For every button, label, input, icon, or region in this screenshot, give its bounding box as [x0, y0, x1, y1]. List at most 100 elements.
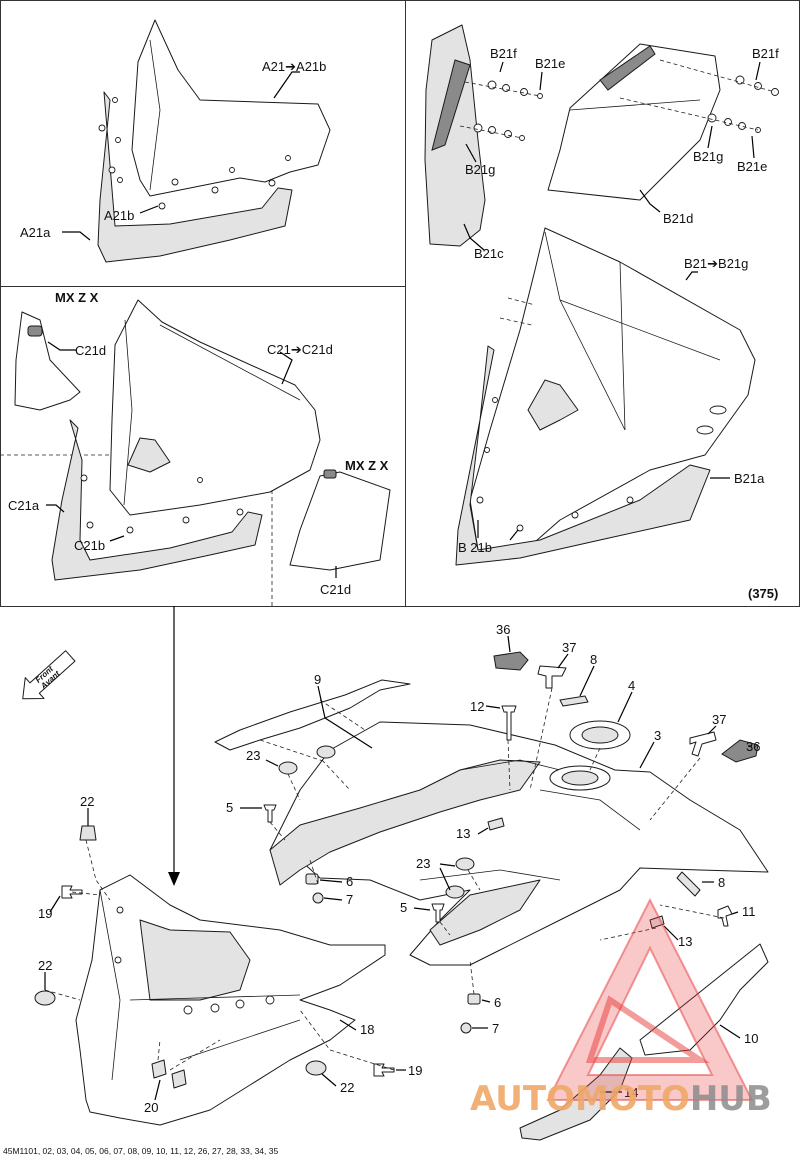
- panel-a21: A21➔A21b A21a A21b: [20, 19, 331, 263]
- callout-14: 14: [624, 1085, 638, 1100]
- c21-mxzx-deflector-top: [14, 311, 81, 411]
- watermark-text: AUTOMOTOHUB: [470, 1079, 772, 1119]
- part-23-top-b: [316, 745, 336, 759]
- callout-23-top: 23: [246, 748, 260, 763]
- callout-7-top: 7: [346, 892, 353, 907]
- part-12: [501, 705, 517, 741]
- b21-left-deflector: [424, 24, 486, 247]
- label-b21e-2: B21e: [737, 159, 767, 174]
- panel-c21: MX Z X C21d C21➔C21d C21a C21b MX Z X C2…: [8, 290, 391, 597]
- part-22-left: [34, 990, 56, 1006]
- label-c21a: C21a: [8, 498, 40, 513]
- label-b21c: B21c: [474, 246, 504, 261]
- label-mxzx-2: MX Z X: [345, 458, 389, 473]
- callout-36-right: 36: [746, 739, 760, 754]
- part-13-a: [487, 817, 505, 831]
- part-37-top: [537, 665, 567, 689]
- panel-b21: B21f B21e B21g B21c B21f B21g B21e B21d …: [424, 24, 779, 601]
- callout-22-left: 22: [38, 958, 52, 973]
- part-23-mid-b: [445, 885, 465, 899]
- part-22-right: [305, 1060, 327, 1076]
- b21-right-deflector: [547, 43, 721, 201]
- watermark-part3: HUB: [690, 1079, 772, 1119]
- callout-37-right: 37: [712, 712, 726, 727]
- callout-6-top: 6: [346, 874, 353, 889]
- part-8-strip-top: [559, 695, 589, 707]
- callout-18: 18: [360, 1022, 374, 1037]
- label-b21g-1: B21g: [465, 162, 495, 177]
- callout-5-mid: 5: [400, 900, 407, 915]
- b21-windshield-assembly: [469, 227, 756, 563]
- label-c21b: C21b: [74, 538, 105, 553]
- b21-deflector: [455, 345, 711, 566]
- callout-6-mid: 6: [494, 995, 501, 1010]
- callout-9: 9: [314, 672, 321, 687]
- label-b21f-1: B21f: [490, 46, 517, 61]
- label-b21a: B21a: [734, 471, 765, 486]
- c21-deflector: [51, 419, 263, 581]
- callout-8-top: 8: [590, 652, 597, 667]
- callout-3: 3: [654, 728, 661, 743]
- label-mxzx-1: MX Z X: [55, 290, 99, 305]
- label-a21a: A21a: [20, 225, 51, 240]
- b21-hardware-left: [459, 80, 543, 141]
- part-10-panel: [639, 943, 769, 1056]
- callout-13-left: 13: [456, 826, 470, 841]
- main-exploded-view: Front Avant: [22, 606, 769, 1141]
- watermark-part1: AUTO: [470, 1079, 575, 1119]
- front-arrow: Front Avant: [22, 650, 76, 700]
- label-c21d-2: C21d: [320, 582, 351, 597]
- part-5-top: [263, 804, 277, 823]
- part-23-top-a: [278, 761, 298, 775]
- callout-7-mid: 7: [492, 1021, 499, 1036]
- label-b21e-1: B21e: [535, 56, 565, 71]
- callout-8-right: 8: [718, 875, 725, 890]
- callout-20: 20: [144, 1100, 158, 1115]
- callout-36-top: 36: [496, 622, 510, 637]
- part-9-trim: [214, 679, 411, 751]
- c21-windshield: [109, 299, 321, 516]
- c21-mxzx-deflector-bottom: [289, 471, 391, 571]
- front-arrow-shape: [22, 650, 76, 700]
- part-20-b: [171, 1069, 187, 1089]
- part-7-top: [312, 892, 324, 904]
- callout-19-right: 19: [408, 1063, 422, 1078]
- callout-22-top: 22: [80, 794, 94, 809]
- label-b21f-2: B21f: [752, 46, 779, 61]
- part-36-top: [493, 651, 529, 671]
- callouts: 36 37 8 4 12 3 9 37 36 23 5 13 6 7 23 5 …: [38, 622, 760, 1115]
- callout-13-right: 13: [678, 934, 692, 949]
- label-b21-title: B21➔B21g: [684, 256, 748, 271]
- callout-11: 11: [742, 904, 756, 919]
- watermark-part2: MOTO: [575, 1079, 690, 1119]
- callout-10: 10: [744, 1031, 758, 1046]
- callout-37-top: 37: [562, 640, 576, 655]
- label-b21b: B 21b: [458, 540, 492, 555]
- footer-code: 45M1101, 02, 03, 04, 05, 06, 07, 08, 09,…: [3, 1146, 278, 1156]
- part-8-strip-right: [676, 871, 701, 897]
- watermark: AUTOMOTOHUB: [470, 897, 772, 1119]
- a21-windshield: [131, 19, 331, 197]
- part-20-a: [151, 1059, 167, 1079]
- label-c21-title: C21➔C21d: [267, 342, 333, 357]
- label-a21b: A21b: [104, 208, 134, 223]
- callout-23-mid: 23: [416, 856, 430, 871]
- part-11: [717, 905, 733, 927]
- part-23-mid-a: [455, 857, 475, 871]
- a21-deflector: [97, 91, 293, 263]
- part-7-mid: [460, 1022, 472, 1034]
- part-19-right: [373, 1063, 395, 1077]
- part-37-right: [689, 731, 717, 757]
- callout-22-right: 22: [340, 1080, 354, 1095]
- part-22-top: [79, 825, 97, 841]
- label-b21g-2: B21g: [693, 149, 723, 164]
- label-a21-title: A21➔A21b: [262, 59, 326, 74]
- part-6-mid: [467, 993, 481, 1005]
- callout-5-top: 5: [226, 800, 233, 815]
- callout-19-left: 19: [38, 906, 52, 921]
- callout-4: 4: [628, 678, 635, 693]
- label-c21d-1: C21d: [75, 343, 106, 358]
- watermark-logo-triangle: [546, 897, 754, 1101]
- callout-12: 12: [470, 699, 484, 714]
